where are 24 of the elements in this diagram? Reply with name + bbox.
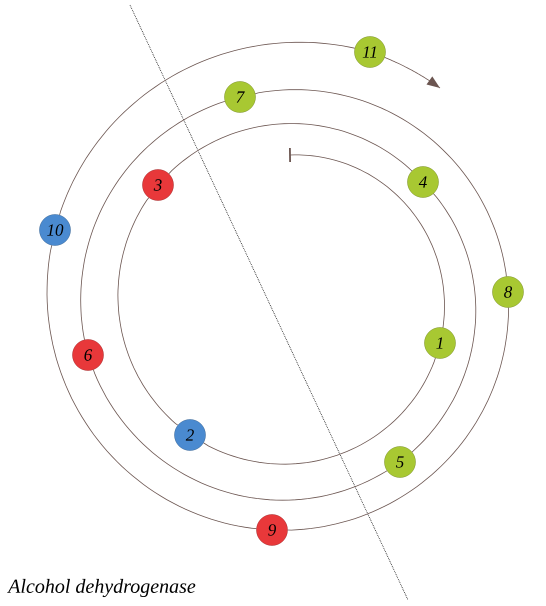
residue-ball: 9 [256,514,288,546]
residue-ball: 7 [224,81,256,113]
residue-ball: 11 [354,36,386,68]
helix-line [46,245,257,530]
helix-line [255,89,507,277]
residue-ball: 1 [424,327,456,359]
helix-line [412,193,476,452]
helix-line [80,101,226,340]
residue-ball: 6 [72,339,104,371]
residue-ball: 8 [492,276,524,308]
residue-ball: 5 [384,446,416,478]
residue-ball: 4 [407,166,439,198]
residue-ball: 2 [174,419,206,451]
helix-line [287,307,509,530]
helix-line [59,42,356,216]
helix-line [92,369,388,501]
residue-ball: 3 [142,169,174,201]
caption: Alcohol dehydrogenase [7,578,196,598]
helix-line [384,56,440,88]
helix-line [203,358,436,465]
helix-line [118,197,178,426]
helix-line [289,148,445,328]
helix-line [168,123,412,174]
residue-ball: 10 [39,214,71,246]
